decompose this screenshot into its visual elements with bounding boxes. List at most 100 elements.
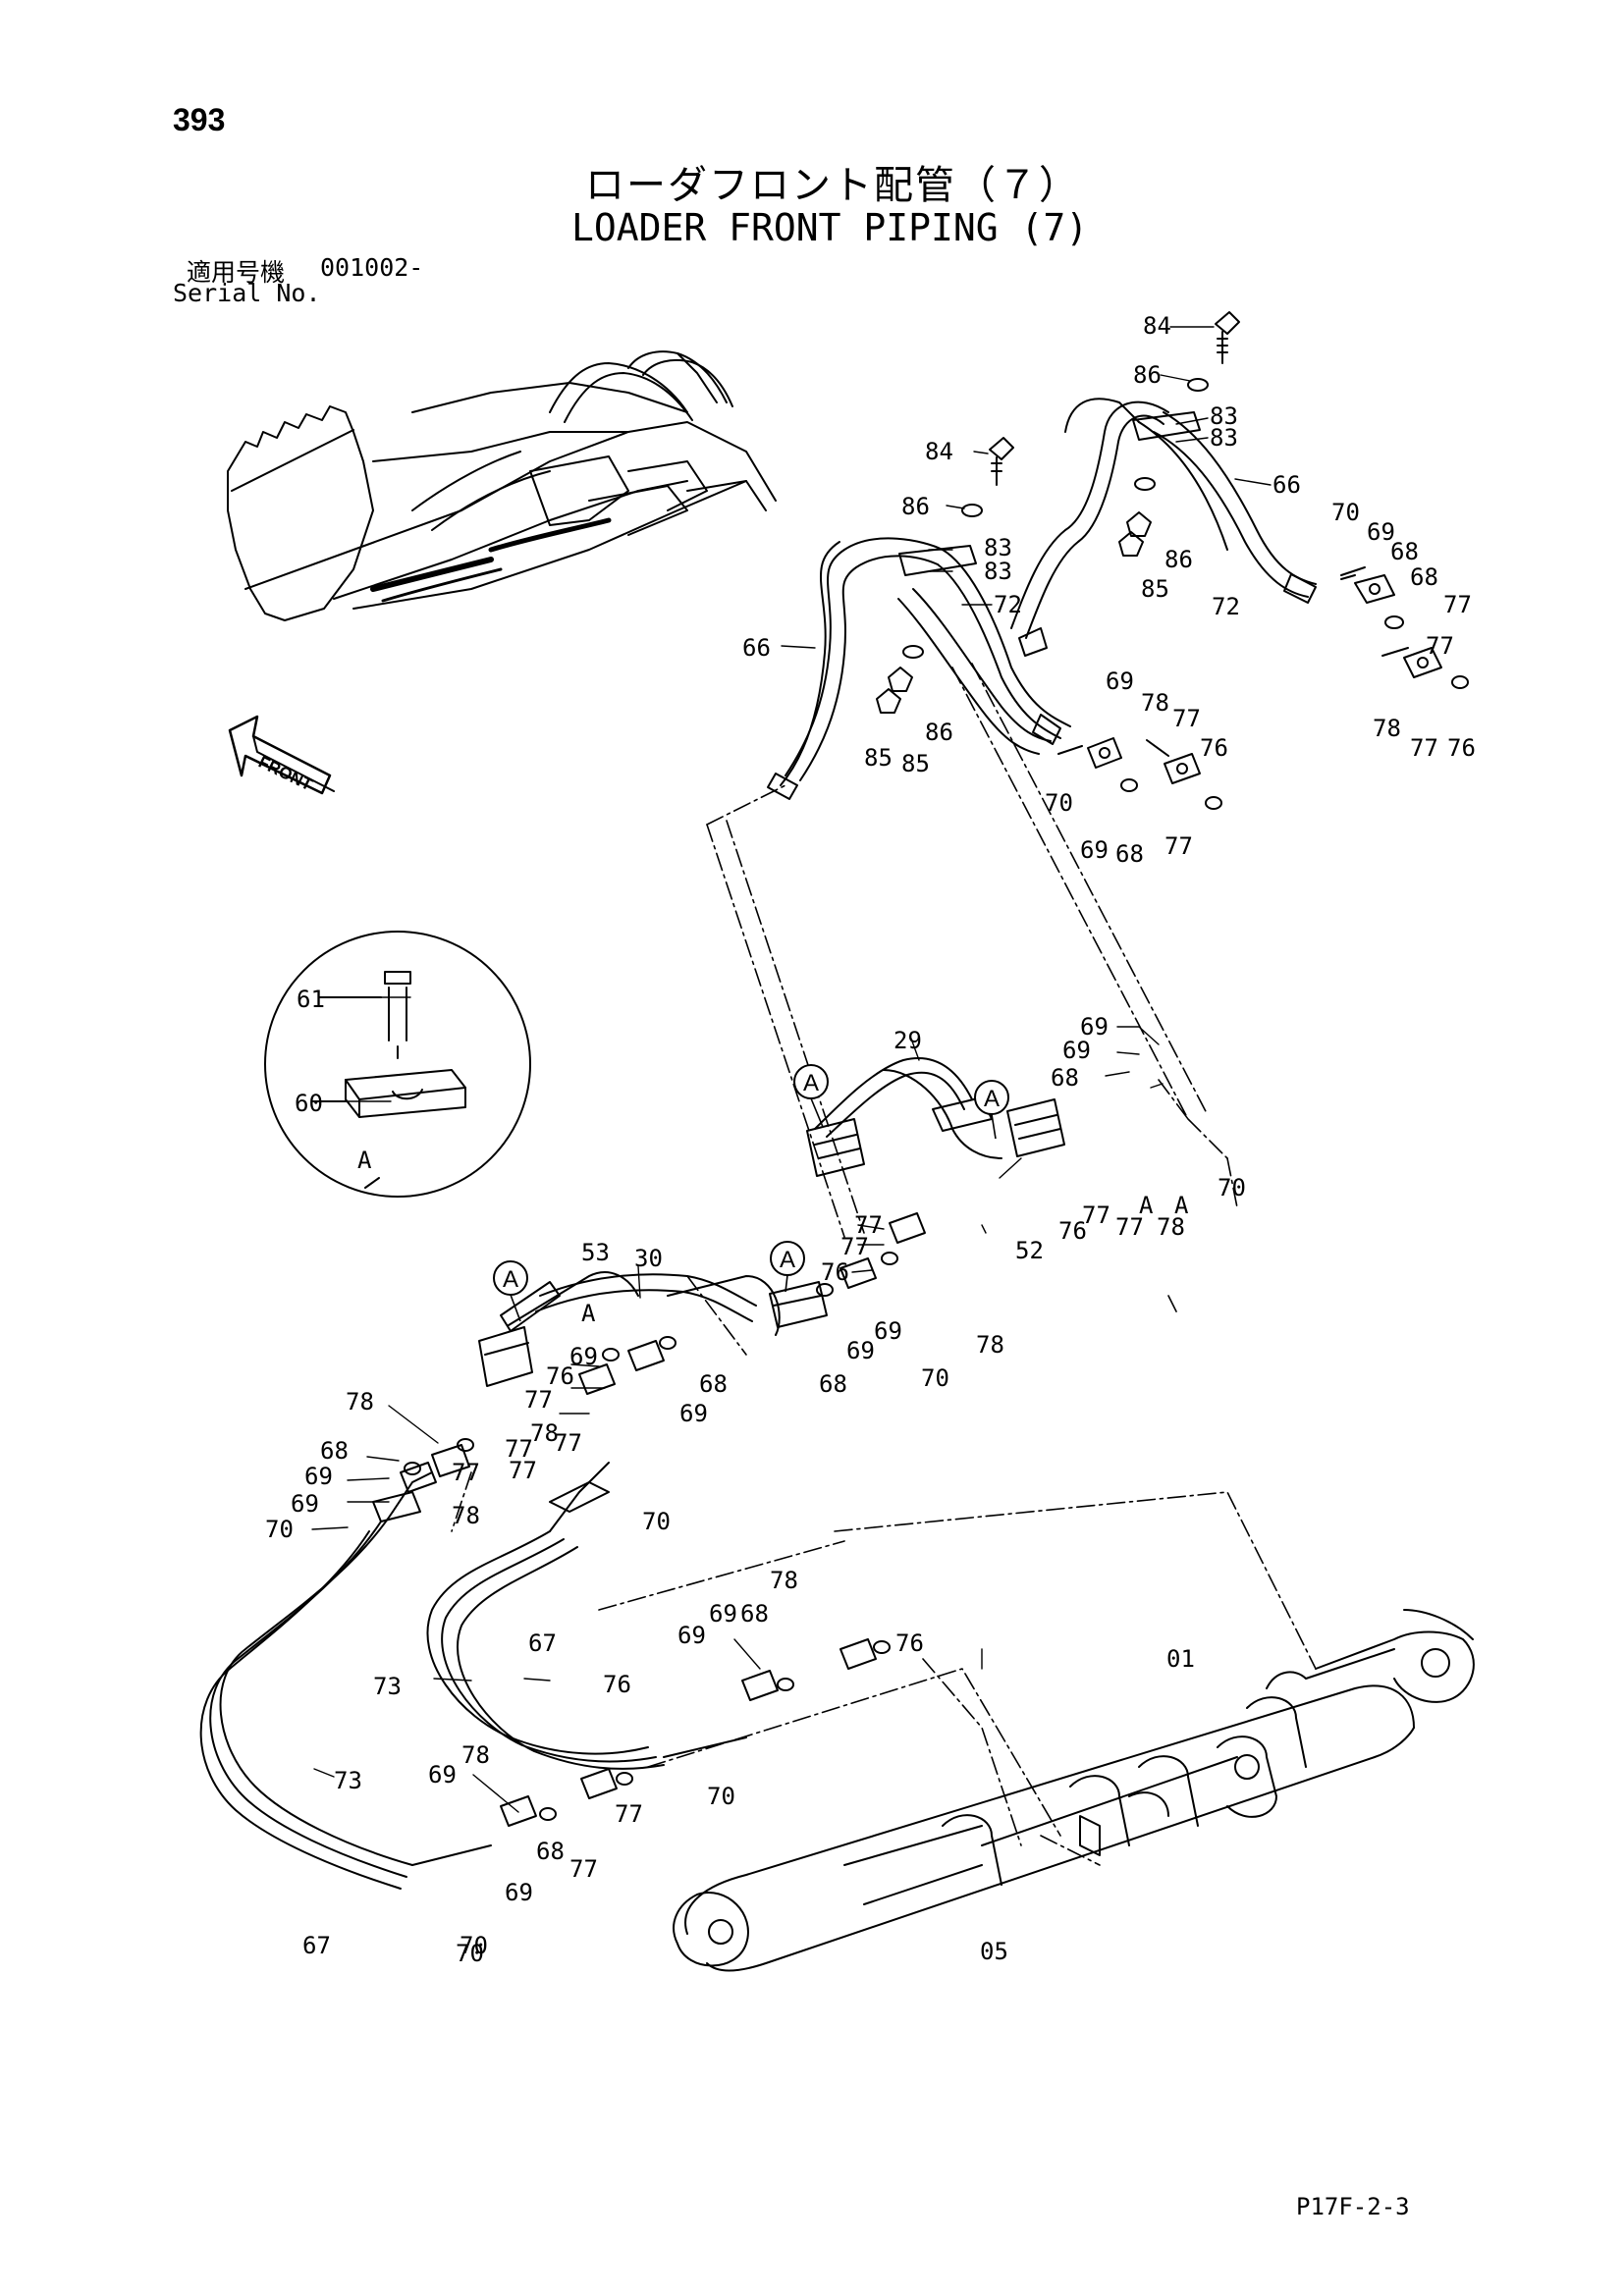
part-label: 70	[1331, 499, 1360, 526]
part-label: 68	[1390, 538, 1419, 565]
part-label: 01	[1166, 1645, 1195, 1673]
part-label: 76	[1058, 1217, 1087, 1245]
part-label: 29	[893, 1027, 922, 1054]
lower-hose-group	[199, 1462, 891, 1890]
part-label: 77	[854, 1211, 883, 1239]
part-label: 85	[901, 750, 930, 777]
part-label: 76	[1447, 734, 1476, 762]
part-label: 52	[1015, 1237, 1044, 1264]
upper-pipe-group	[767, 398, 1317, 800]
part-label: 78	[1157, 1213, 1185, 1241]
part-label: 68	[1051, 1064, 1079, 1092]
connection-lines	[451, 663, 1317, 1866]
part-label: 77	[569, 1855, 598, 1883]
part-label: 86	[1164, 546, 1193, 573]
part-label: 77	[1082, 1201, 1110, 1229]
part-label: A	[581, 1300, 596, 1327]
part-label: 70	[642, 1508, 671, 1535]
part-label: 68	[1410, 563, 1438, 591]
part-label: 70	[265, 1516, 294, 1543]
part-label: 86	[1133, 361, 1162, 389]
part-label: 77	[1164, 832, 1193, 860]
part-label: 73	[334, 1767, 362, 1794]
part-label: 70	[921, 1364, 949, 1392]
part-label: 77	[1172, 705, 1201, 732]
part-labels: 84 86 83 83 66 70 69 68 68 77 86 85 72 7…	[265, 312, 1476, 1967]
part-label: 78	[530, 1419, 559, 1447]
part-label: 66	[742, 634, 771, 662]
part-label: 83	[1210, 402, 1238, 430]
svg-text:A: A	[780, 1247, 795, 1273]
part-label: 70	[1218, 1174, 1246, 1201]
part-label: 86	[901, 493, 930, 520]
part-label: 67	[528, 1629, 557, 1657]
callout-a-4: A	[493, 1260, 528, 1322]
cylinder-assembly	[673, 1609, 1475, 1972]
part-label: 70	[456, 1940, 484, 1967]
part-label: 69	[846, 1337, 875, 1364]
part-label: 69	[679, 1400, 708, 1427]
serial-label-english: Serial No.	[173, 279, 321, 307]
part-label: 70	[1045, 789, 1073, 817]
part-label: 69	[505, 1879, 533, 1906]
title-japanese: ローダフロント配管（７）	[585, 163, 1080, 208]
part-label: 77	[615, 1800, 643, 1828]
part-label: 69	[304, 1463, 333, 1490]
front-label: FRONT	[255, 753, 316, 795]
part-label: 78	[770, 1567, 798, 1594]
serial-number-value: 001002-	[320, 253, 424, 282]
callout-a-1: A	[793, 1064, 829, 1128]
part-label: 85	[1141, 575, 1169, 603]
part-label: 69	[428, 1761, 457, 1789]
part-label: 72	[1212, 593, 1240, 620]
part-label: 78	[1141, 689, 1169, 717]
part-label: 69	[677, 1622, 706, 1649]
part-label: 76	[821, 1258, 849, 1286]
part-label: 77	[1426, 632, 1454, 660]
part-label: A	[1174, 1192, 1189, 1219]
part-label: 30	[634, 1245, 663, 1272]
part-label: 76	[603, 1671, 631, 1698]
part-label: 84	[1143, 312, 1171, 340]
part-label: A	[1139, 1192, 1154, 1219]
part-label: 78	[346, 1388, 374, 1415]
part-label: 72	[994, 591, 1022, 618]
part-label: 78	[1373, 715, 1401, 742]
part-label: 77	[524, 1386, 553, 1414]
part-label: 69	[1367, 518, 1395, 546]
part-label: 77	[1410, 734, 1438, 762]
svg-text:A: A	[503, 1266, 518, 1293]
part-label: 69	[291, 1490, 319, 1518]
part-label: 60	[295, 1090, 323, 1117]
part-label: 61	[297, 986, 325, 1013]
part-label: 86	[925, 719, 953, 746]
part-label: 78	[461, 1741, 490, 1769]
callout-markers: A A A A	[493, 1064, 1009, 1322]
part-label: 69	[709, 1600, 737, 1628]
front-direction-arrow: FRONT	[228, 715, 335, 795]
upper-hardware	[876, 311, 1469, 810]
leader-lines	[311, 326, 1272, 1813]
part-label: 78	[452, 1502, 480, 1529]
part-label: 85	[864, 744, 893, 772]
part-label: 69	[1080, 836, 1109, 864]
part-label: 77	[1115, 1213, 1144, 1241]
part-label: 68	[536, 1838, 565, 1865]
page-number: 393	[173, 102, 226, 137]
part-label: 76	[546, 1362, 574, 1390]
part-label: 78	[976, 1331, 1004, 1359]
part-label: 76	[1200, 734, 1228, 762]
part-label: 69	[1106, 667, 1134, 695]
part-label: 53	[581, 1239, 610, 1266]
part-label: 77	[840, 1233, 869, 1260]
part-label: 68	[740, 1600, 769, 1628]
title-english: LOADER FRONT PIPING (7)	[571, 206, 1089, 249]
svg-text:A: A	[984, 1086, 1000, 1112]
drawing-reference: P17F-2-3	[1296, 2193, 1410, 2220]
part-label: 67	[302, 1932, 331, 1959]
part-label: 69	[874, 1317, 902, 1345]
loader-bucket-thumbnail	[227, 350, 777, 621]
part-label: 77	[452, 1459, 480, 1486]
part-label: 69	[1080, 1013, 1109, 1041]
